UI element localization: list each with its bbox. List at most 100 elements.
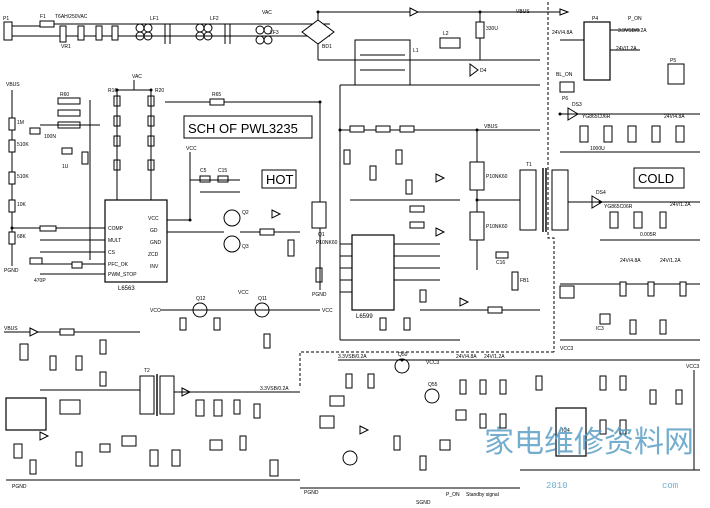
label-lf2: LF2 [210,16,219,22]
bulk-cap-c11 [475,21,485,39]
label-r65: R65 [212,92,221,98]
resistor-r64 [39,225,57,232]
hot-label: HOT [266,172,294,187]
power-on-control-section: 3.3VSB/0.2A Q50 VCC3 24V/4.8A 24V/1.2A Q… [300,352,520,506]
label-pgnd-2: PGND [312,292,327,298]
cap-c15 [217,175,229,183]
label-24v-1a2-centre: 24V/1.2A [484,354,505,360]
chip-ic5 [5,397,47,431]
label-ic3: IC3 [596,326,604,332]
label-pgnd-bottom: PGND [304,490,319,496]
chip-ic4 [555,407,587,457]
label-ds4-part: YG865C06R [604,204,633,210]
label-r16: R16 [108,88,117,94]
hot-box [261,169,297,189]
label-q12: Q12 [196,296,206,302]
label-r3-value: 510K [17,174,29,180]
resistor-r17b [259,228,275,236]
label-r60: R60 [60,92,69,98]
label-24v-1a2-mid: 24V/1.2A [660,258,681,264]
resistor-r2 [8,139,16,153]
transistor-q2 [223,209,241,227]
fuse-f1 [39,20,55,28]
label-p-on-top: P_ON [628,16,642,22]
resistor-r35 [315,267,323,283]
watermark-domain: com [662,481,678,491]
t1-secondary [551,169,569,231]
label-vbus-left: VBUS [6,82,20,88]
t1-primary [519,169,537,231]
label-24v-4a8-top: 24V/4.8A [552,30,573,36]
pin-zcd: ZCD [148,252,159,258]
cap-c2 [61,147,73,155]
label-vcc3-right: VCC3 [560,346,574,352]
pin-pwm-stop: PWM_STOP [108,272,137,278]
cap-c16 [495,251,509,259]
transistor-q55 [424,388,440,404]
resistor-r19b [213,317,221,331]
label-p6: P6 [562,96,568,102]
cap-c54 [603,125,613,143]
label-p5: P5 [670,58,676,64]
diode-d3 [409,7,420,17]
cap-c4 [71,261,83,269]
pin-inv: INV [150,264,159,270]
label-q50: Q50 [398,352,408,358]
choke-lf3 [255,25,265,35]
label-standby-signal: Standby signal [466,492,499,498]
watermark-chinese: 家电维修资料网 [484,426,694,459]
label-l2: L2 [443,31,449,37]
label-fuse-rating: T6AH/250VAC [55,14,88,20]
pin-vcc-l6563: VCC [148,216,159,222]
cap-c5 [199,175,211,183]
label-vbus-top: VBUS [516,9,530,15]
title-box [183,115,313,139]
label-pgnd-standby: PGND [12,484,27,490]
transistor-q12 [192,302,208,318]
label-bd1: BD1 [322,44,332,50]
label-q-low: P10NK60 [486,224,508,230]
ic3-opto [599,313,611,325]
label-lf1: LF1 [150,16,159,22]
ic6-regulator [209,439,223,451]
label-c5: C5 [200,168,207,174]
resistor-r65 [209,98,225,106]
label-33vsb-centre: 3.3VSB/0.2A [338,354,367,360]
cap-c53 [579,125,589,143]
label-ds3: DS3 [572,102,582,108]
label-vcc-4: VCC [322,308,333,314]
pfc-inductor-l1 [354,39,411,86]
label-r4-value: 10K [17,202,27,208]
label-r2-value: 510K [17,142,29,148]
pfc-controller-section: VBUS 1M 510K 510K 10K 68K PGND R60 100N … [4,74,338,349]
junction-dots [10,10,602,362]
bridge-small [559,285,575,299]
label-q1: Q1 [318,232,325,238]
label-p4: P4 [592,16,598,22]
connector-p6 [559,81,575,93]
mosfet-q1 [311,201,327,229]
label-vac-2: VAC [132,74,142,80]
mosfet-high-side [469,161,485,191]
label-c1-value: 100N [44,134,56,140]
label-l6599: L6599 [356,314,373,320]
diode-d8 [29,327,40,337]
watermark: 家电维修资料网 2010 com [484,426,694,491]
label-vr1: VR1 [61,44,71,50]
pin-pfc-ok: PFC_OK [108,262,129,268]
pin-cs: CS [108,250,116,256]
label-vcc3-centre: VCC3 [426,360,440,366]
label-ds3-part: YG865C06R [582,114,611,120]
label-vac: VAC [262,10,272,16]
label-33vsb-top: 3.3VSB/0.2A [618,28,647,34]
label-t1: T1 [526,162,532,168]
label-vcc-3: VCC [150,308,161,314]
label-24v-4a8-mid: 24V/4.8A [620,258,641,264]
label-vbus-centre: VBUS [484,124,498,130]
label-sgnd-bottom: SGND [416,500,431,506]
diode-d6 [435,227,446,237]
label-pgnd-1: PGND [4,268,19,274]
diode-d4 [469,63,479,77]
label-fb1: FB1 [520,278,529,284]
